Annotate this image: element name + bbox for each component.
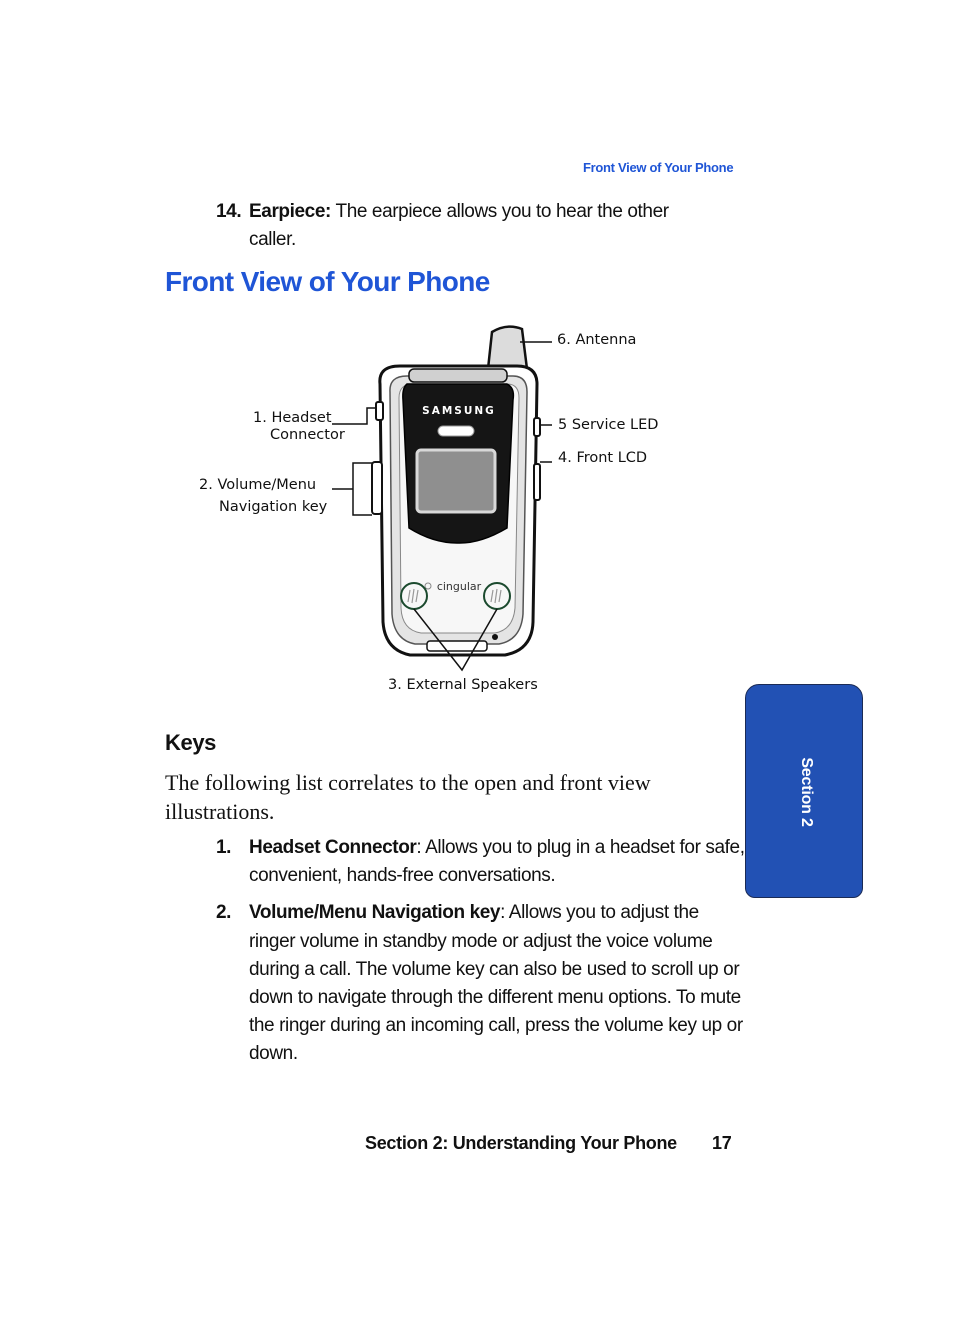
item-term: Volume/Menu Navigation key [249,902,501,924]
keys-intro: The following list correlates to the ope… [165,770,651,824]
callout-lines [332,341,552,672]
brand-logo: SAMSUNG [422,405,496,417]
page-number: 17 [712,1133,732,1153]
callout-headset-line1: 1. Headset [253,410,332,426]
front-lcd [415,448,497,514]
service-led [437,425,475,437]
item-text-continued: caller. [249,229,296,250]
page-title: Front View of Your Phone [165,266,490,297]
section-tab-label: Section 2 [798,757,815,827]
phone-front-illustration: SAMSUNG cingular 6. Antenna 1. Headset C… [199,325,658,693]
list-item: 2. Volume/Menu Navigation key: Allows you… [216,899,746,1068]
callout-antenna: 6. Antenna [557,332,636,348]
item-term: Earpiece: [249,201,331,222]
carrier-logo: cingular [437,580,482,593]
item-number: 14. [216,201,242,222]
keys-list: 1. Headset Connector: Allows you to plug … [216,834,746,1078]
list-item: 1. Headset Connector: Allows you to plug … [216,834,746,890]
callout-service-led: 5 Service LED [558,417,658,433]
item-number: 1. [216,837,232,858]
headset-connector [375,401,384,421]
running-head: Front View of Your Phone [583,160,734,175]
section-tab: Section 2 [745,684,863,898]
callout-headset-line2: Connector [270,427,345,443]
item-text: : Allows you to adjust the ringer volume… [249,902,743,1065]
carrier-logo-mark [424,582,432,590]
volume-key [371,461,383,515]
callout-volume-line2: Navigation key [219,499,328,515]
keys-heading: Keys [165,730,216,755]
item-term: Headset Connector [249,837,417,858]
callout-volume-line1: 2. Volume/Menu [199,477,316,493]
page-footer: Section 2: Understanding Your Phone 17 [365,1133,732,1154]
footer-section-label: Section 2: Understanding Your Phone [365,1133,677,1153]
antenna-shape [486,325,529,371]
list-item-earpiece: 14. Earpiece: The earpiece allows you to … [216,198,736,254]
callout-speakers: 3. External Speakers [388,677,538,693]
item-text: The earpiece allows you to hear the othe… [330,201,669,222]
callout-front-lcd: 4. Front LCD [558,450,647,466]
item-text: : Allows you to plug in a headset for sa… [249,837,745,887]
item-number: 2. [216,902,232,924]
